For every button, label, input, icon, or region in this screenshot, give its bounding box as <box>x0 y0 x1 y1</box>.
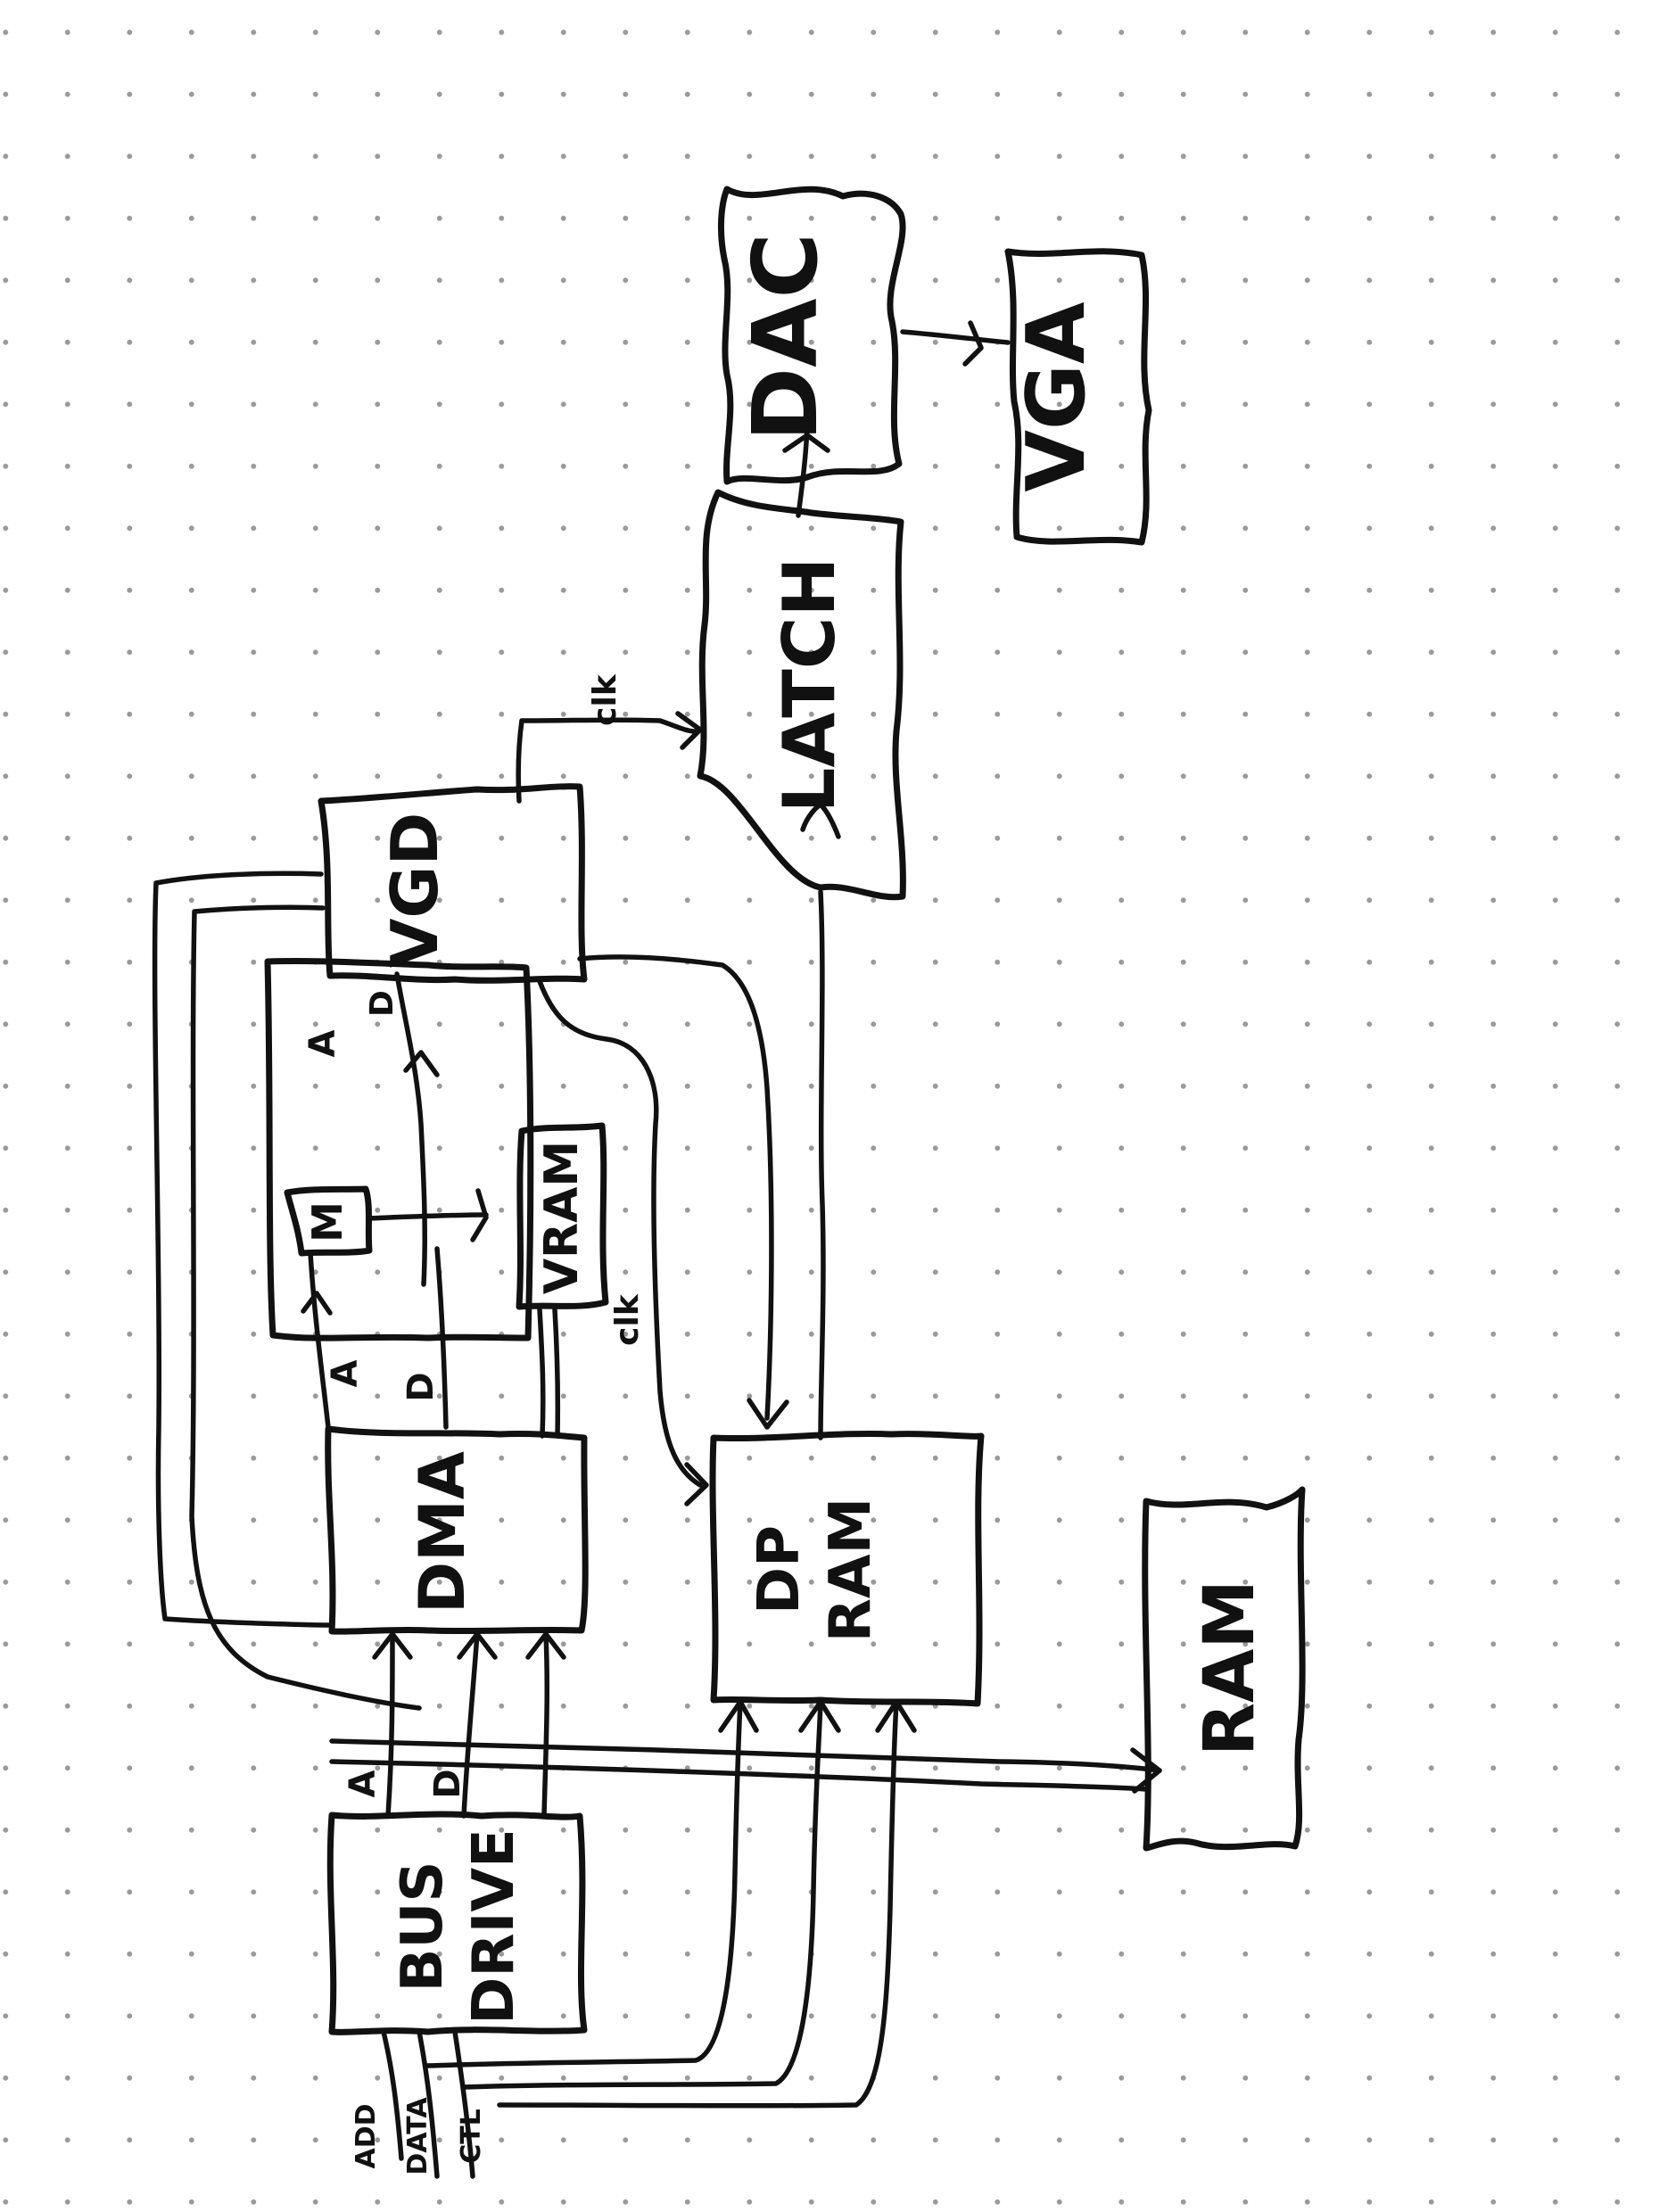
signal-a-vgd: A <box>302 1029 343 1057</box>
bus-label-ctl: CTL <box>456 2109 487 2164</box>
signal-a-bus: A <box>343 1770 384 1797</box>
latch-label: LATCH <box>768 557 851 813</box>
dac-box <box>717 186 906 485</box>
mux-box <box>284 1185 373 1257</box>
signal-d-vgd: D <box>364 990 400 1017</box>
latch-box <box>697 489 906 901</box>
dma-box <box>325 1425 589 1635</box>
signal-d-bus: D <box>427 1769 468 1798</box>
subsystem-container <box>264 957 534 1341</box>
bus-label-data: DATA <box>402 2097 433 2175</box>
mux-label: M <box>303 1201 351 1242</box>
signal-d-dma: D <box>400 1372 442 1401</box>
signal-clk-latch: clk <box>587 673 623 726</box>
vga-label: VGA <box>1010 301 1103 492</box>
dp-ram-label-line1: DP <box>747 1525 813 1614</box>
signal-clk-dp: clk <box>609 1293 646 1346</box>
bus-driver-label-line1: BUS <box>390 1861 456 1993</box>
bus-driver-box <box>326 1811 588 2035</box>
vga-box <box>1004 248 1152 546</box>
connection-wires <box>152 320 1162 2179</box>
ram-box <box>1142 1486 1306 1852</box>
dp-ram-label-line2: RAM <box>818 1498 884 1643</box>
block-labels: DAC VGA LATCH VGD M VRAM DMA DP RAM RAM … <box>303 233 1270 2025</box>
signal-a-mux: A <box>325 1359 366 1387</box>
bus-label-addr: ADD <box>351 2103 382 2168</box>
vgd-label: VGD <box>377 813 452 969</box>
vram-box <box>516 1122 609 1310</box>
vram-label: VRAM <box>535 1141 589 1294</box>
dac-label: DAC <box>733 233 838 442</box>
ram-label: RAM <box>1190 1580 1270 1756</box>
block-outlines <box>264 186 1306 2035</box>
signal-labels: A A D D A D clk clk ADD DATA CTL <box>302 673 646 2175</box>
vgd-box <box>318 783 588 984</box>
bus-driver-label-line2: DRIVE <box>461 1828 527 2024</box>
dma-label: DMA <box>406 1451 479 1614</box>
dp-ram-box <box>709 1430 985 1707</box>
